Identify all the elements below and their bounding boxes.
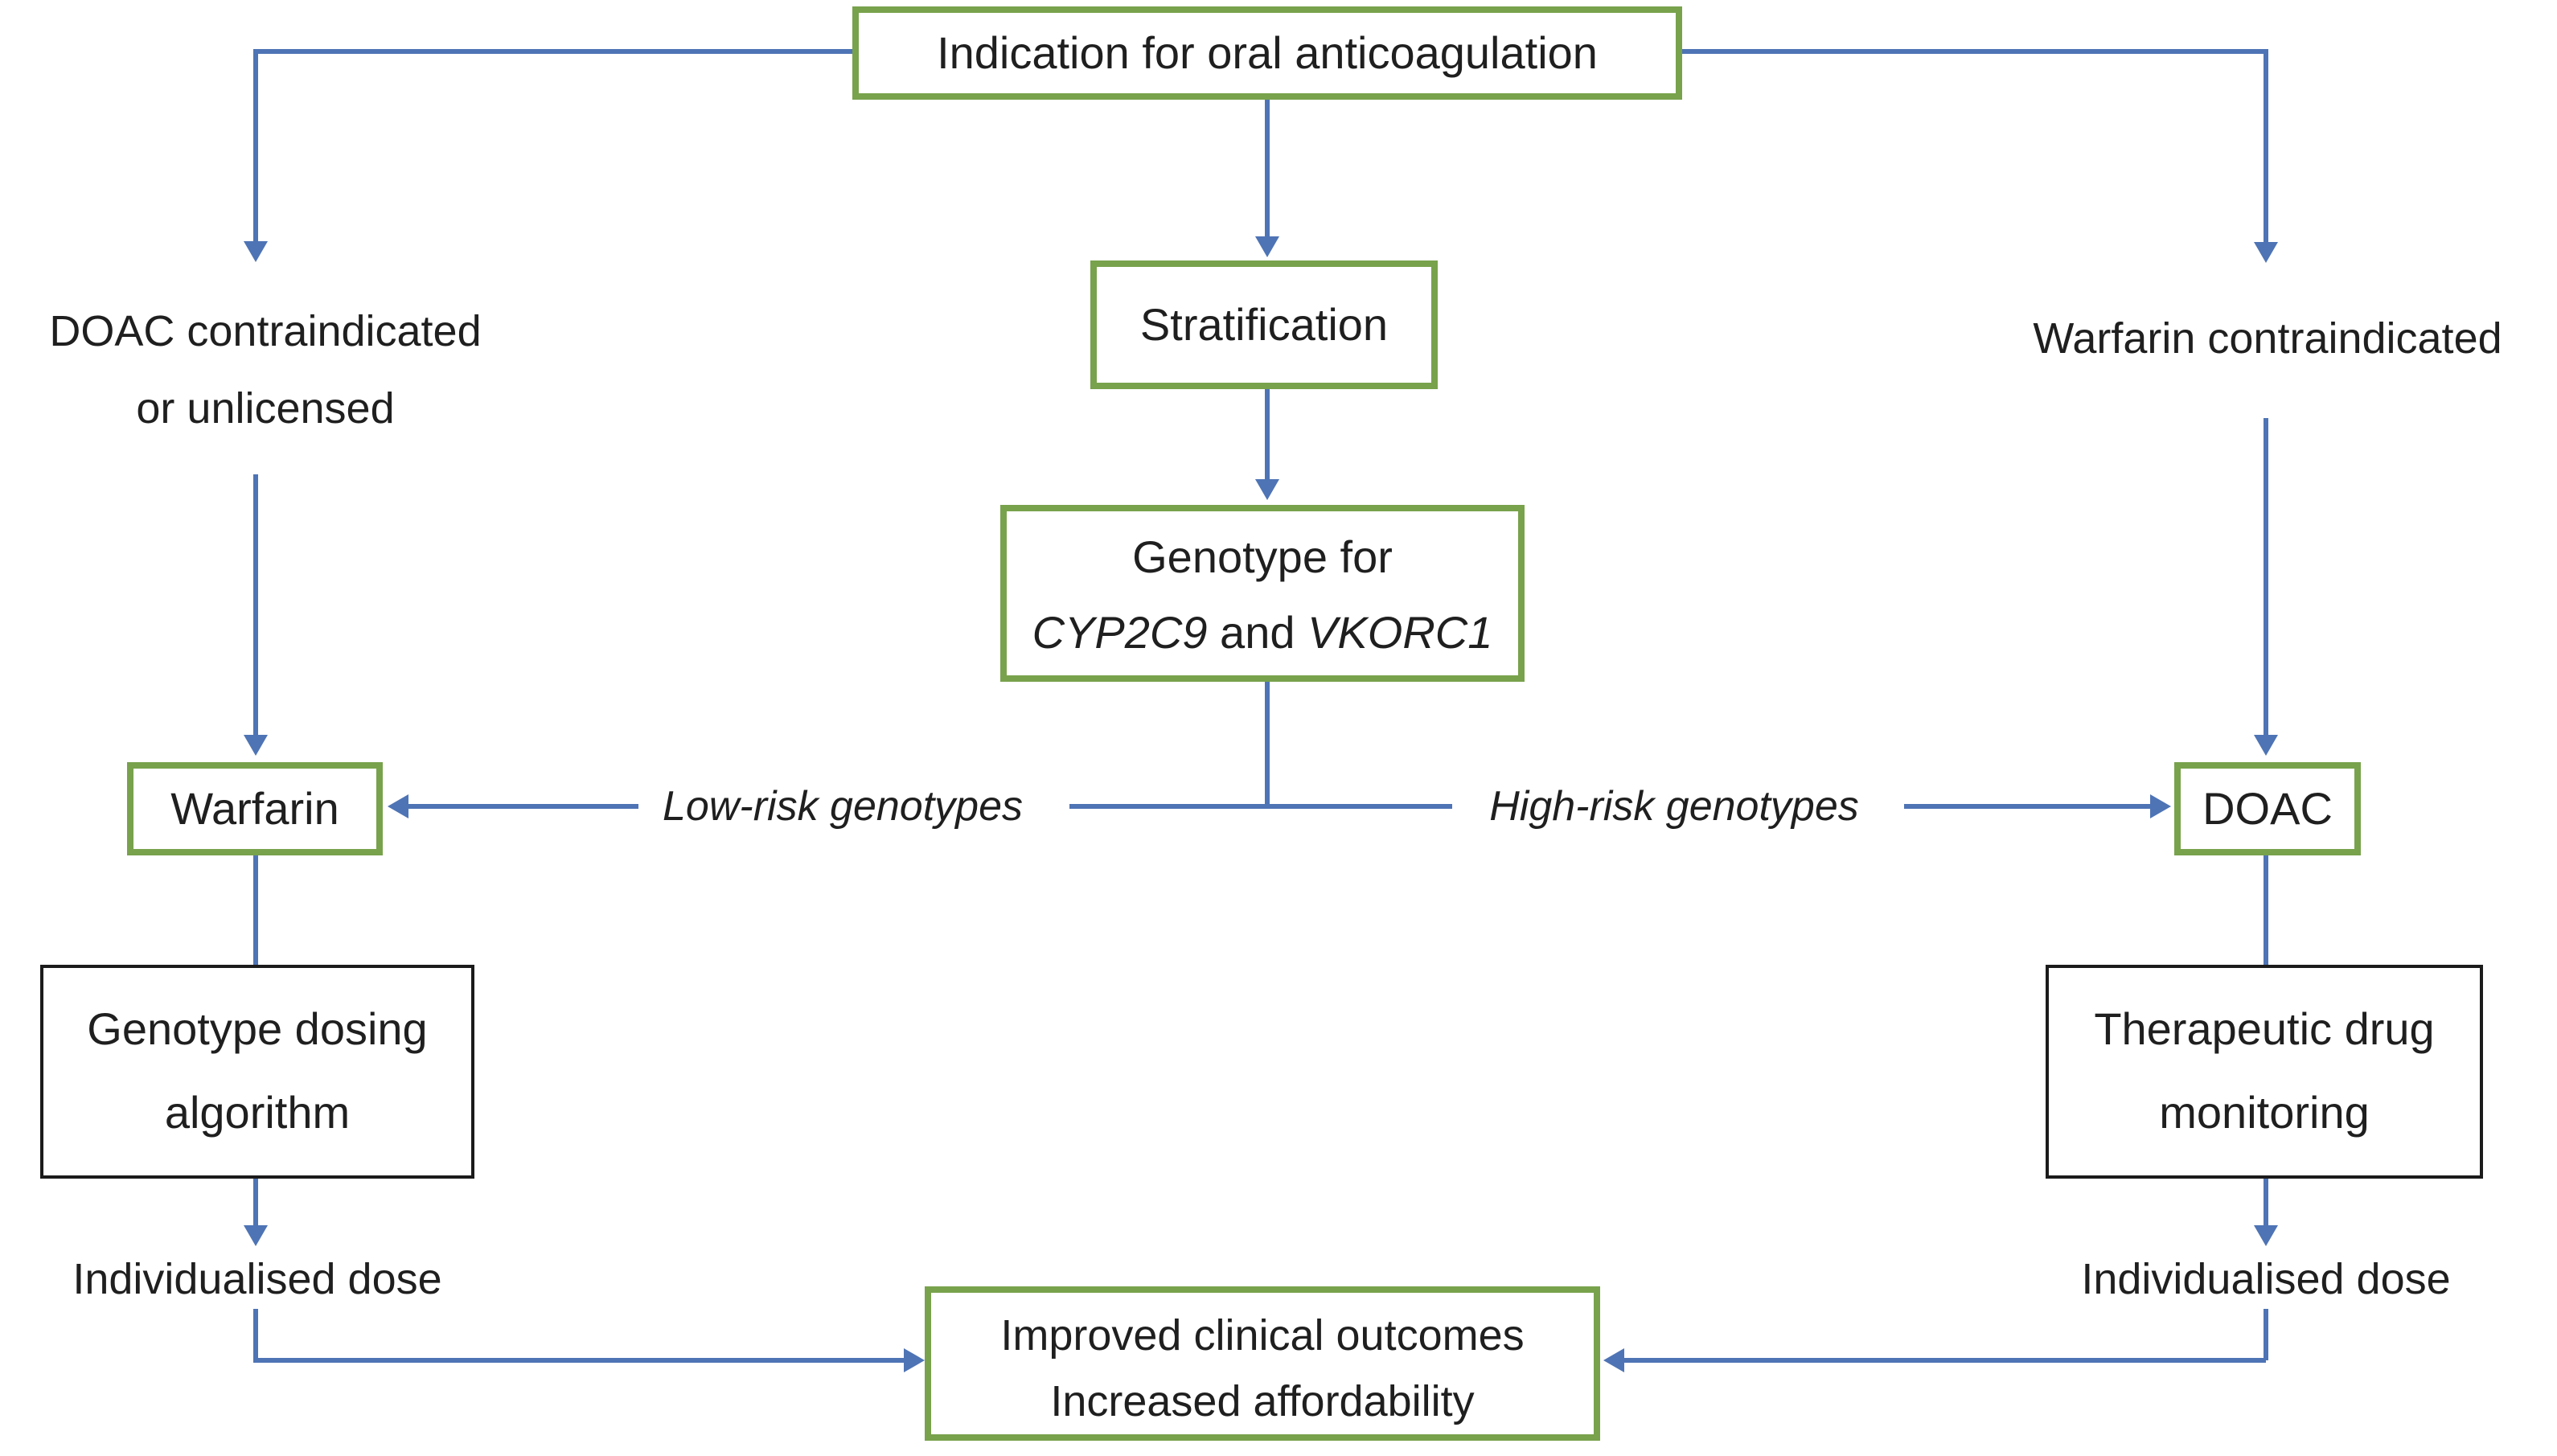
genotype-box: Genotype for CYP2C9 and VKORC1 [1000,505,1525,682]
stratification-box-label: Stratification [1139,299,1389,350]
connector-top-to-stratification [1265,100,1270,236]
connector-rightdose-elbow-horizontal [1624,1358,2266,1363]
connector-doac-to-tdm [2264,855,2268,965]
warfarin-box-label: Warfarin [170,783,339,834]
arrowhead-right-outcome [904,1348,925,1372]
connector-top-to-right-horizontal [1682,49,2266,54]
therapeutic-drug-monitoring-box: Therapeutic drug monitoring [2046,965,2483,1179]
arrowhead-right-doac [2150,794,2171,818]
genotype-box-line2: CYP2C9 and VKORC1 [1007,595,1518,671]
genotype-dosing-line1: Genotype dosing [87,1003,428,1054]
doac-box-label: DOAC [2202,783,2333,834]
indication-box-label: Indication for oral anticoagulation [937,27,1598,78]
connector-top-to-left-horizontal [256,49,852,54]
tdm-line2: monitoring [2159,1087,2370,1138]
outcome-line2: Increased affordability [1050,1377,1475,1425]
connector-top-to-right-vertical [2264,49,2268,242]
warfarin-box: Warfarin [127,762,383,855]
arrowhead-down-stratification [1255,236,1279,257]
stratification-box: Stratification [1090,260,1438,389]
connector-leftdose-elbow-vertical [253,1309,258,1360]
high-risk-genotypes-label: High-risk genotypes [1489,783,1859,830]
arrowhead-down-warfarin [244,735,268,756]
gene-conjunction: and [1207,607,1308,658]
arrowhead-left-outcome [1603,1348,1624,1372]
arrowhead-down-genotype [1255,479,1279,500]
left-individualised-dose-label: Individualised dose [72,1255,442,1303]
connector-highrisk-to-doac [1904,804,2150,809]
doac-contraindicated-line2: or unlicensed [136,384,395,433]
tdm-line1: Therapeutic drug [2094,1003,2435,1054]
connector-junction-horizontal [1069,804,1452,809]
outcome-line1: Improved clinical outcomes [1000,1311,1525,1360]
genotype-dosing-line2: algorithm [164,1087,351,1138]
connector-leftcondition-to-warfarin [253,474,258,735]
doac-contraindicated-line1: DOAC contraindicated [49,307,482,355]
connector-rightcondition-to-doac [2264,418,2268,735]
arrowhead-down-right-condition [2254,242,2278,263]
arrowhead-down-right-dose [2254,1225,2278,1246]
genotype-dosing-algorithm-box: Genotype dosing algorithm [40,965,474,1179]
gene-vkorc1: VKORC1 [1307,607,1493,658]
arrowhead-left-warfarin [388,794,408,818]
doac-contraindicated-text: DOAC contraindicated or unlicensed [0,293,531,447]
arrowhead-down-left-dose [244,1225,268,1246]
connector-genotype-to-junction [1265,682,1270,809]
arrowhead-down-left-condition [244,241,268,262]
arrowhead-down-doac [2254,735,2278,756]
gene-cyp2c9: CYP2C9 [1032,607,1208,658]
right-individualised-dose-label: Individualised dose [2081,1255,2451,1303]
connector-algorithm-to-dose [253,1179,258,1225]
connector-top-to-left-vertical [253,49,258,241]
connector-lowrisk-to-warfarin [408,804,638,809]
connector-tdm-to-dose [2264,1179,2268,1225]
connector-stratification-to-genotype [1265,389,1270,479]
connector-rightdose-elbow-vertical [2264,1309,2268,1360]
genotype-box-line1: Genotype for [1132,531,1393,582]
connector-warfarin-to-algorithm [253,855,258,965]
low-risk-genotypes-label: Low-risk genotypes [663,783,1023,830]
warfarin-contraindicated-text: Warfarin contraindicated [2033,314,2502,363]
connector-leftdose-elbow-horizontal [253,1358,904,1363]
doac-box: DOAC [2174,762,2361,855]
indication-box: Indication for oral anticoagulation [852,6,1682,100]
outcome-box: Improved clinical outcomes Increased aff… [925,1286,1600,1441]
